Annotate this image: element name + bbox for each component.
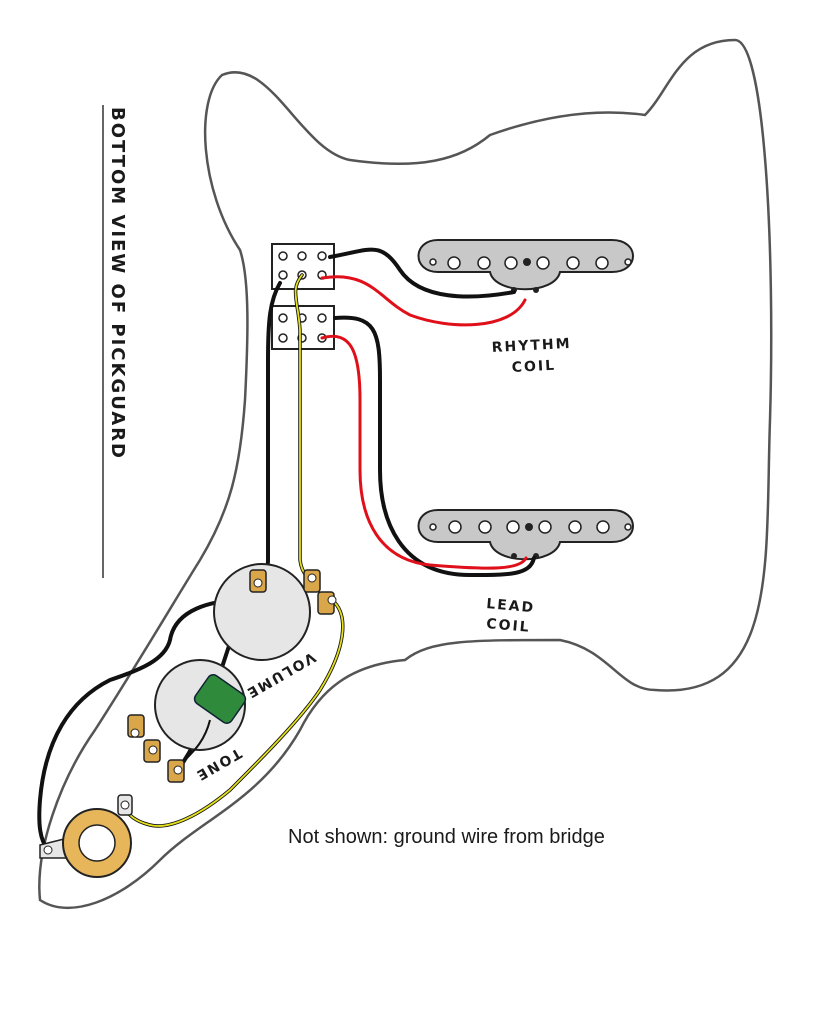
view-title: BOTTOM VIEW OF PICKGUARD [107,107,128,460]
hot-wires [320,275,528,570]
capacitor-lead [184,719,211,761]
output-jack [39,794,133,878]
lead-coil-label-2: COIL [486,616,532,636]
rhythm-coil-label-2: COIL [511,358,556,376]
lead-coil-label: LEAD [486,596,536,616]
lead-pickup [417,509,634,561]
pickguard-outline [38,38,773,909]
footnote: Not shown: ground wire from bridge [288,826,605,848]
tone-capacitor [193,674,247,724]
rhythm-coil-label: RHYTHM [491,336,572,356]
volume-pot [213,563,337,661]
